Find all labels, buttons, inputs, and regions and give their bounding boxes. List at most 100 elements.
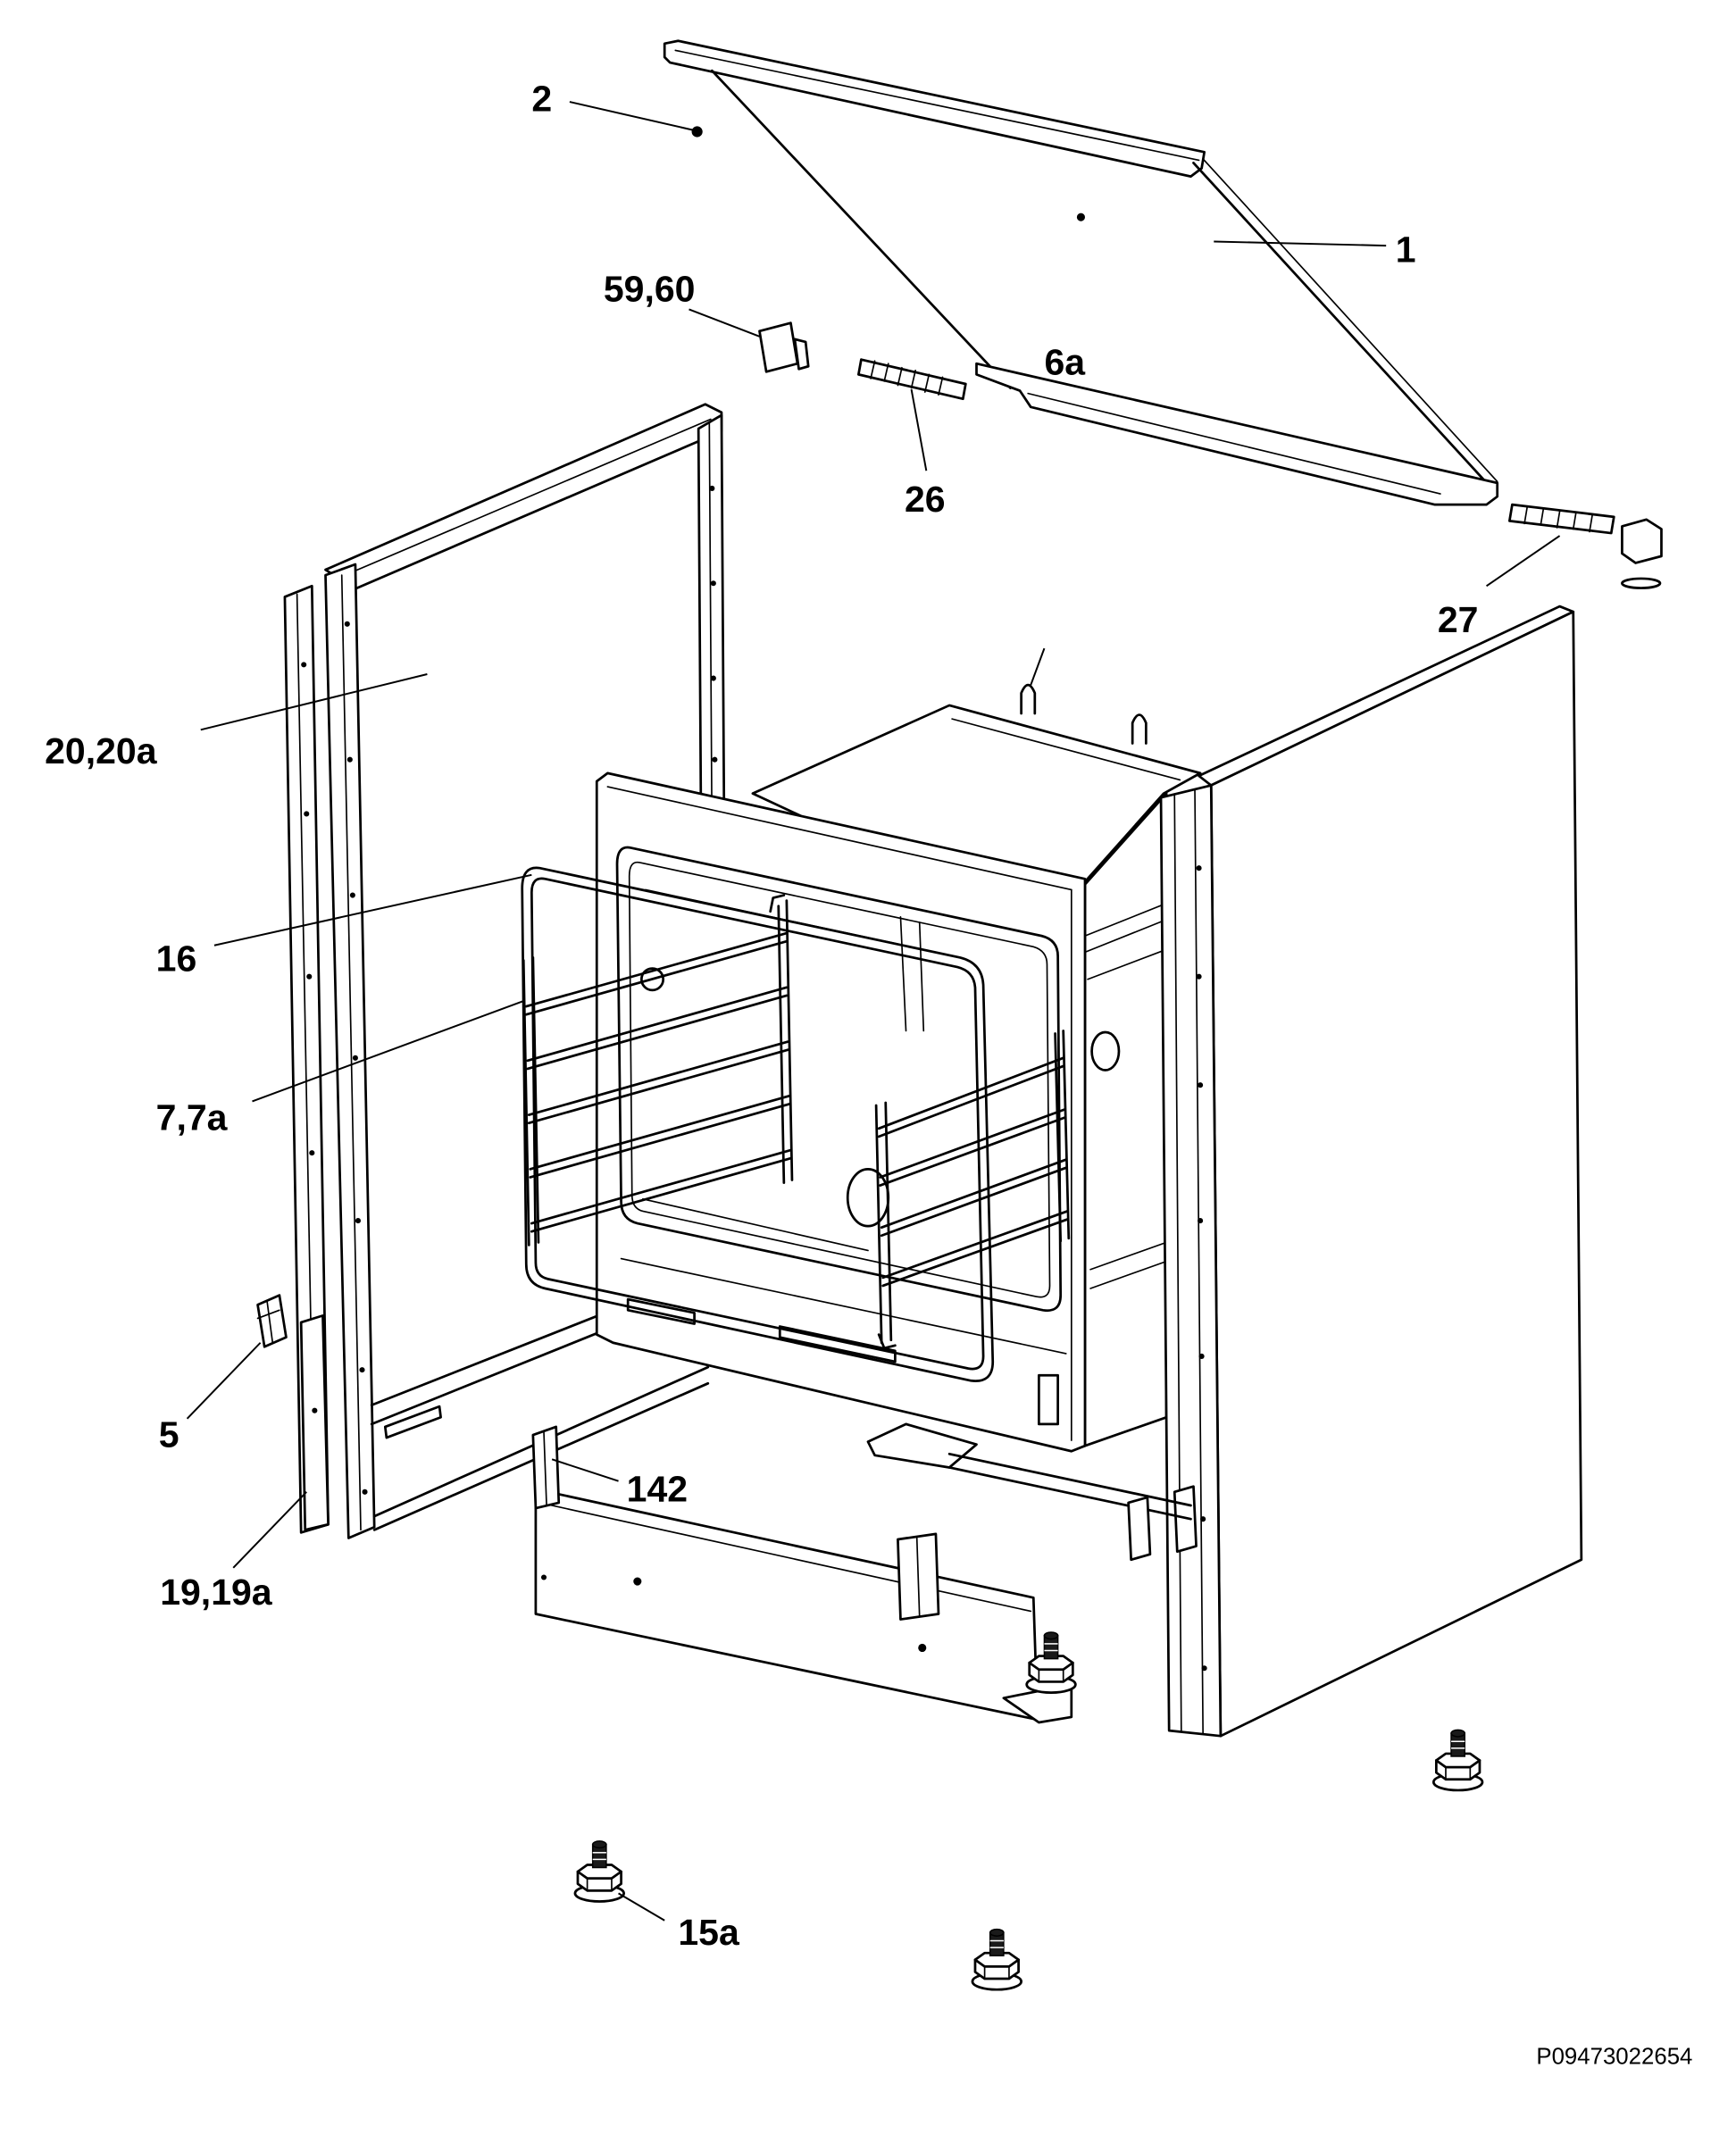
rack-rod	[877, 1056, 1065, 1130]
left-frame-hole	[362, 1488, 368, 1495]
left-frame-top-rail-edge	[340, 418, 712, 578]
oven-box-ledge	[1087, 948, 1167, 980]
right-strip-hole	[1198, 1353, 1205, 1359]
rack-rod	[881, 1210, 1069, 1280]
spring-coil	[938, 376, 944, 396]
rack-rod	[527, 1048, 789, 1125]
spring-rod-27-body	[1508, 503, 1615, 535]
left-frame-hole	[712, 756, 718, 763]
oven-cavity-inner-rim	[628, 861, 1051, 1298]
left-frame-hole	[710, 675, 716, 681]
left-frame-rear-post-edge	[708, 422, 714, 845]
oven-front-tab	[1037, 1373, 1059, 1426]
oven-front-frame	[595, 771, 1087, 1453]
top-panel-hole	[1076, 213, 1085, 221]
top-panel	[663, 39, 1499, 506]
rack-rod	[879, 1116, 1066, 1187]
top-panel-front-bar-edge	[1027, 392, 1441, 495]
right-strip-hole	[1196, 973, 1202, 980]
rack-rod	[526, 994, 789, 1071]
spring-coil	[897, 366, 903, 387]
hinge-clip-tab	[793, 338, 810, 371]
leveling-foot	[1431, 1728, 1484, 1792]
kick-plate-hole	[633, 1577, 642, 1586]
spring-rod-26-body	[857, 358, 967, 401]
leader-line-2	[569, 101, 695, 131]
leader-line-6a	[1030, 647, 1046, 686]
left-frame-hole	[349, 892, 355, 898]
label-part-142: 142	[627, 1468, 688, 1509]
screw-2	[691, 126, 703, 138]
top-panel-back-bar-edge	[674, 49, 1200, 162]
spring-coil	[910, 369, 916, 389]
shelf-rack-right	[874, 1030, 1071, 1350]
rack-rod	[877, 1064, 1065, 1138]
bracket-142-edge	[543, 1431, 547, 1506]
kick-plate-hole	[540, 1574, 547, 1580]
leader-line-7-7a	[252, 1000, 524, 1103]
label-part-59-60: 59,60	[604, 268, 696, 309]
oven-cavity-back-corner	[918, 921, 925, 1032]
lower-rail	[947, 1452, 1192, 1507]
left-frame-front-post	[324, 563, 376, 1539]
bracket-5-edge	[266, 1301, 274, 1344]
right-strip-hole	[1198, 1218, 1204, 1224]
left-strip-hole	[306, 973, 313, 980]
left-frame-top-rail	[324, 403, 723, 590]
rack-rod	[524, 931, 789, 1008]
rack-rod	[880, 1158, 1068, 1230]
oven-box-ledge	[1084, 919, 1167, 954]
part-labels: 2 1 59,60 26 27 6a 20,20a 16 7,7a 5 142 …	[45, 79, 1478, 1953]
leader-line-59-60	[689, 308, 760, 338]
lower-right-bracket	[1127, 1496, 1152, 1562]
rack-hook	[769, 894, 786, 913]
left-frame-hole	[346, 756, 353, 763]
lower-rails	[866, 1422, 1192, 1562]
kick-plate-flange	[538, 1502, 1032, 1613]
kick-plate-hole	[918, 1643, 927, 1653]
oven-box-ledge	[1084, 902, 1167, 937]
lower-hinge-bracket	[866, 1422, 978, 1469]
spring-coil	[1540, 507, 1545, 526]
spring-coil	[1523, 506, 1528, 525]
label-part-19-19a: 19,19a	[160, 1572, 273, 1613]
left-frame-hole	[352, 1055, 358, 1061]
kick-plate	[534, 1488, 1073, 1724]
oven-front-frame-outer	[595, 771, 1087, 1453]
left-strip-hole	[309, 1150, 315, 1156]
kick-plate-body	[534, 1488, 1039, 1722]
leveling-foot	[573, 1839, 625, 1903]
rack-rod	[530, 1156, 792, 1233]
spring-rod-26	[857, 358, 967, 401]
leveling-foot	[971, 1928, 1022, 1991]
oven-box-ledge	[1089, 1241, 1167, 1271]
label-part-7-7a: 7,7a	[156, 1097, 229, 1138]
rack-rail	[874, 1104, 883, 1345]
label-part-16: 16	[156, 938, 197, 980]
rack-rod	[881, 1218, 1069, 1288]
top-panel-back-bar	[663, 39, 1206, 178]
spring-rod-27-washer	[1621, 577, 1662, 589]
leader-line-19-19a	[232, 1491, 307, 1569]
spring-coil	[1556, 510, 1561, 529]
rack-rod	[529, 1103, 791, 1179]
oven-cavity-back-corner	[899, 916, 907, 1032]
label-part-27: 27	[1438, 599, 1479, 640]
label-part-2: 2	[531, 79, 552, 120]
oven-box-ledge	[1089, 1260, 1167, 1289]
left-strip-hole	[312, 1407, 318, 1413]
right-strip-hole	[1198, 1082, 1204, 1088]
left-frame-front-post-edge	[340, 574, 362, 1531]
left-frame-hole	[344, 621, 350, 627]
door-seal-outer	[521, 866, 995, 1382]
leader-line-26	[910, 388, 928, 471]
label-part-15a: 15a	[678, 1912, 740, 1953]
bracket-5-edge	[256, 1309, 280, 1320]
leader-line-27	[1485, 535, 1561, 588]
leader-line-20-20a	[200, 673, 428, 731]
left-front-strip-lower	[299, 1314, 330, 1531]
oven-front-frame-edge	[606, 786, 1072, 891]
oven-box-right-side	[1083, 792, 1168, 1447]
right-strip-hole	[1200, 1516, 1206, 1522]
